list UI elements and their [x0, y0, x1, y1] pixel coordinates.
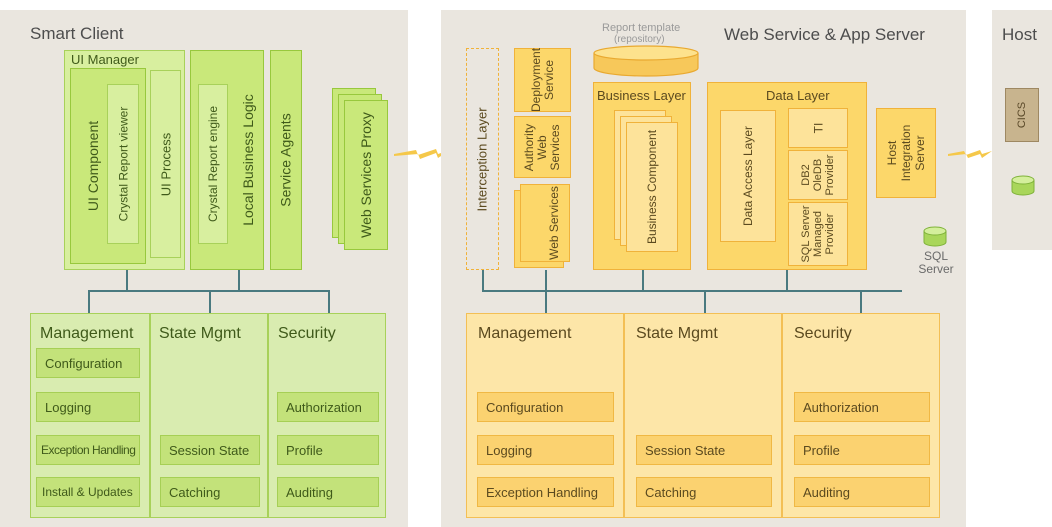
web-services-box: Web Services — [520, 184, 570, 262]
data-access-layer-box: Data Access Layer — [720, 110, 776, 242]
sc-connector-v2 — [238, 270, 240, 290]
interception-layer-box: Interception Layer — [466, 48, 499, 270]
ws-profile-cell: Profile — [794, 435, 930, 465]
cics-box: CICS — [1005, 88, 1039, 142]
interception-layer-label: Interception Layer — [475, 106, 491, 212]
crystal-report-engine-label: Crystal Report engine — [206, 105, 220, 223]
ws-connector-h — [482, 290, 902, 292]
smart-client-title: Smart Client — [30, 24, 124, 43]
service-agents-box: Service Agents — [270, 50, 302, 270]
report-template-repository-label: (repository) — [614, 34, 665, 45]
ws-connector-v-ws — [545, 270, 547, 314]
business-component-label: Business Component — [645, 129, 660, 245]
ws-configuration-cell: Configuration — [477, 392, 614, 422]
sc-install-updates-cell: Install & Updates — [36, 477, 140, 507]
ui-process-label: UI Process — [158, 132, 174, 196]
sc-session-state-cell: Session State — [160, 435, 260, 465]
host-integration-server-box: Host Integration Server — [876, 108, 936, 198]
db2-provider-label: DB2 OleDB Provider — [800, 154, 836, 196]
host-title: Host — [1002, 25, 1037, 44]
sc-profile-cell: Profile — [277, 435, 379, 465]
sc-authorization-cell: Authorization — [277, 392, 379, 422]
sql-server-label: SQL Server — [918, 249, 954, 276]
web-services-proxy-label: Web Services Proxy — [358, 112, 374, 238]
ws-authorization-cell: Authorization — [794, 392, 930, 422]
lightning-icon — [394, 149, 450, 159]
data-layer-label: Data Layer — [766, 88, 830, 103]
lightning-icon — [948, 150, 992, 158]
ws-exception-handling-cell: Exception Handling — [477, 477, 614, 507]
sc-exception-handling-cell: Exception Handling — [36, 435, 140, 465]
web-services-proxy-box: Web Services Proxy — [344, 100, 388, 250]
sc-state-title: State Mgmt — [159, 325, 241, 342]
web-services-label: Web Services — [547, 186, 561, 260]
sc-connector-v1 — [126, 270, 128, 290]
authority-web-services-label: Authority Web Services — [522, 123, 562, 171]
sc-security-title: Security — [278, 325, 336, 342]
sc-auditing-cell: Auditing — [277, 477, 379, 507]
sc-configuration-cell: Configuration — [36, 348, 140, 378]
db2-provider-box: DB2 OleDB Provider — [788, 150, 848, 200]
crystal-report-viewer-label: Crystal Report viewer — [116, 106, 131, 222]
ws-auditing-cell: Auditing — [794, 477, 930, 507]
ws-management-title: Management — [478, 325, 572, 342]
sql-provider-label: SQL Server Managed Provider — [800, 205, 836, 263]
ws-connector-v-interception — [482, 270, 484, 290]
local-business-logic-label: Local Business Logic — [240, 94, 256, 226]
business-layer-label: Business Layer — [597, 88, 686, 103]
sql-provider-box: SQL Server Managed Provider — [788, 202, 848, 266]
authority-web-services-box: Authority Web Services — [514, 116, 571, 178]
ws-connector-v-state — [704, 290, 706, 314]
ti-label: TI — [810, 122, 825, 134]
web-server-title: Web Service & App Server — [724, 25, 925, 44]
ws-connector-v-sec — [860, 290, 862, 314]
data-access-layer-label: Data Access Layer — [741, 125, 755, 227]
sc-connector-v4 — [209, 290, 211, 314]
report-template-label: Report template — [602, 22, 681, 34]
sql-server-db-icon — [923, 226, 947, 247]
database-icon — [593, 45, 699, 77]
crystal-report-viewer-box: Crystal Report viewer — [107, 84, 139, 244]
host-db-icon — [1011, 175, 1035, 196]
cics-label: CICS — [1016, 101, 1028, 129]
host-integration-server-label: Host Integration Server — [885, 124, 927, 182]
ws-logging-cell: Logging — [477, 435, 614, 465]
business-component-box: Business Component — [626, 122, 678, 252]
ui-component-label: UI Component — [85, 120, 101, 212]
service-agents-label: Service Agents — [278, 113, 295, 207]
crystal-report-engine-box: Crystal Report engine — [198, 84, 228, 244]
ti-box: TI — [788, 108, 848, 148]
ws-catching-cell: Catching — [636, 477, 772, 507]
ws-security-title: Security — [794, 325, 852, 342]
ui-process-box: UI Process — [150, 70, 181, 258]
ui-manager-label: UI Manager — [71, 52, 139, 67]
ws-session-state-cell: Session State — [636, 435, 772, 465]
ws-connector-v-bl — [642, 270, 644, 290]
sc-connector-v3 — [88, 290, 90, 314]
sc-management-title: Management — [40, 325, 134, 342]
sc-catching-cell: Catching — [160, 477, 260, 507]
ws-connector-v-dl — [786, 270, 788, 290]
deployment-service-label: Deployment Service — [528, 47, 556, 112]
sc-logging-cell: Logging — [36, 392, 140, 422]
deployment-service-box: Deployment Service — [514, 48, 571, 112]
ws-state-title: State Mgmt — [636, 325, 718, 342]
sc-connector-v5 — [328, 290, 330, 314]
